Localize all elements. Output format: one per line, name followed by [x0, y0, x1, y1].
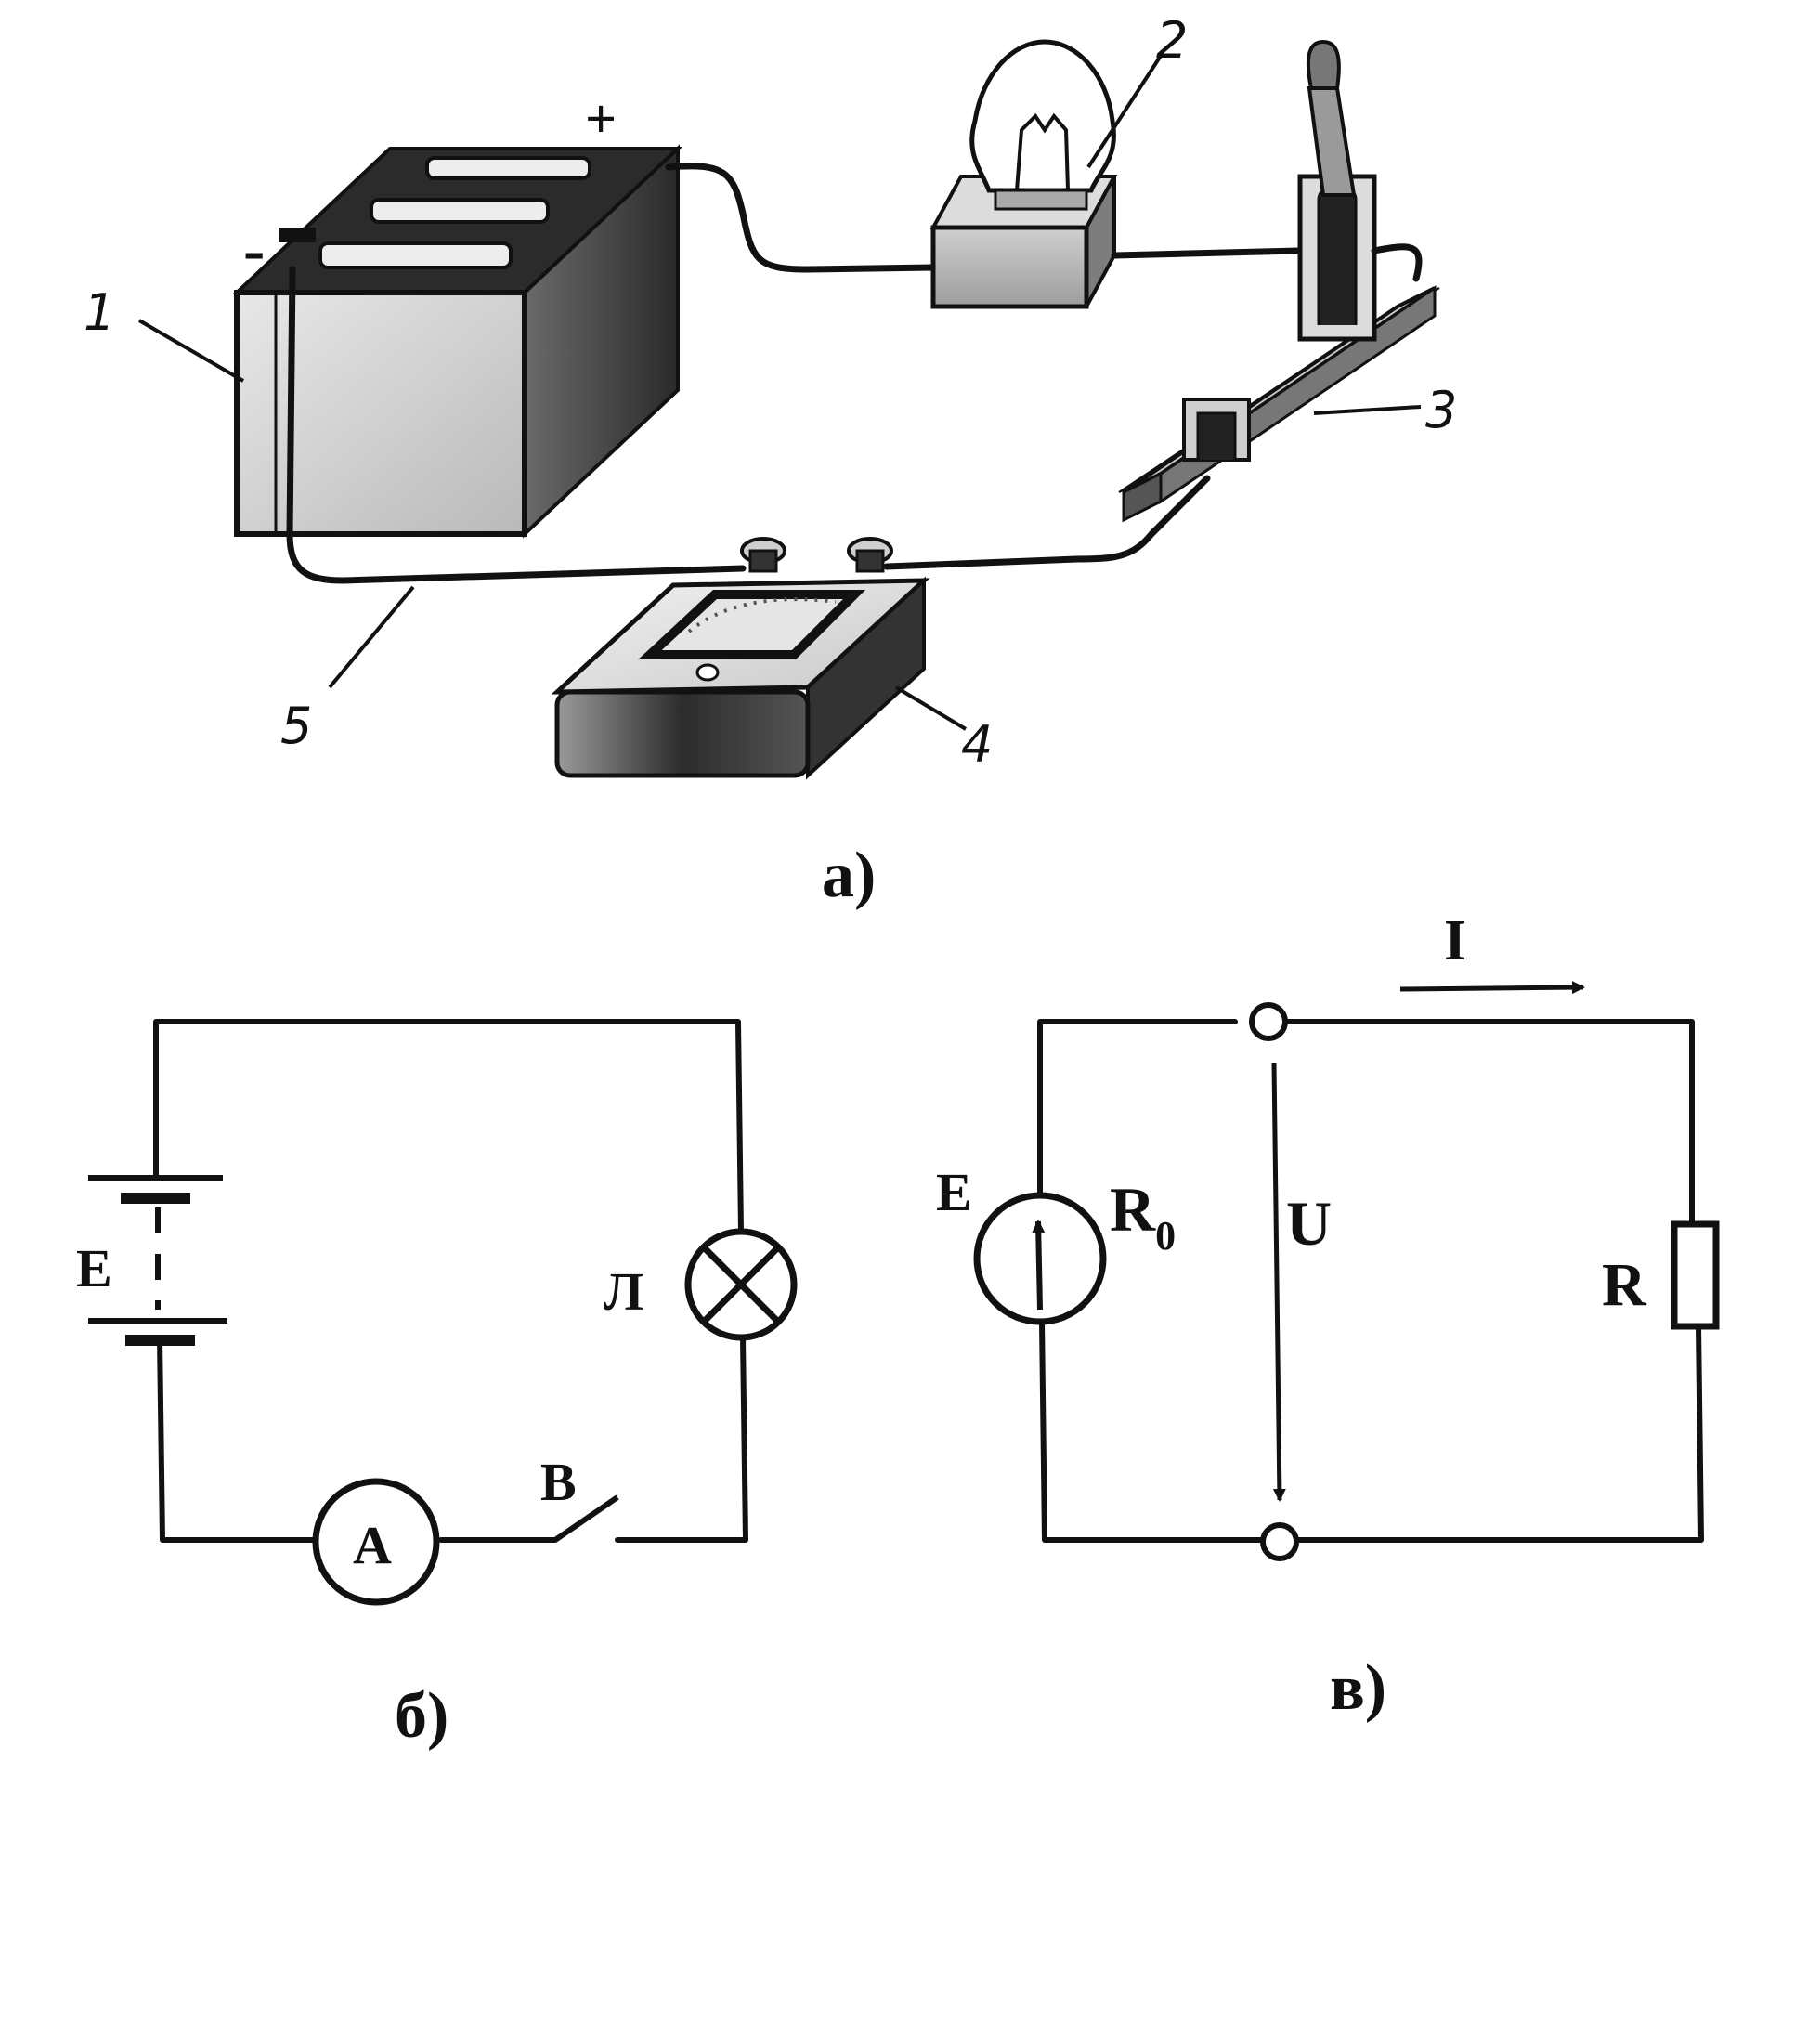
- lamp-symbol: [684, 1228, 798, 1341]
- wire-battery-to-meter: [286, 266, 747, 584]
- callout-line-2: [1086, 54, 1163, 169]
- terminal-top: [1249, 1002, 1288, 1041]
- wire-lamp-to-switch: [1111, 247, 1304, 259]
- battery-illustration: [231, 144, 683, 539]
- terminal-bottom: [1260, 1522, 1299, 1561]
- callout-line-5: [328, 585, 415, 689]
- battery-minus-sign: -: [243, 215, 265, 286]
- callout-line-4: [894, 685, 968, 731]
- wire-switch-to-meter: [883, 475, 1211, 570]
- wire-battery-to-lamp: [665, 163, 937, 273]
- internal-resistance-label: R0: [1110, 1174, 1176, 1259]
- meter-illustration: [551, 537, 930, 780]
- callout-3: 3: [1425, 381, 1457, 439]
- callout-4: 4: [961, 715, 993, 774]
- load-resistor-symbol: [1670, 1220, 1720, 1330]
- switch-symbol: [553, 1494, 619, 1543]
- voltage-arrow: [1271, 1063, 1286, 1502]
- callout-line-3: [1313, 405, 1422, 415]
- callout-5: 5: [280, 697, 312, 755]
- current-arrow: [1399, 981, 1585, 995]
- ammeter-symbol: [312, 1478, 440, 1606]
- panel-b-schematic: E Л В A б): [76, 1019, 798, 1752]
- lamp-label: Л: [604, 1261, 644, 1322]
- panel-c-schematic: I E R0 U R в): [936, 909, 1720, 1724]
- emf-label: E: [936, 1162, 972, 1222]
- schematic-b-wires: [153, 1019, 748, 1543]
- panel-b-caption: б): [395, 1680, 448, 1752]
- lamp-illustration: [930, 39, 1118, 309]
- battery-symbol: [88, 1175, 228, 1346]
- source-label: E: [76, 1238, 112, 1298]
- panel-a-caption: а): [822, 840, 876, 911]
- current-label: I: [1444, 909, 1466, 972]
- wire-switch-loop: [1371, 243, 1423, 282]
- ammeter-label: A: [353, 1515, 392, 1575]
- battery-plus-sign: +: [585, 88, 617, 150]
- panel-a-illustration: + - 1 2 3 4 5 а): [84, 11, 1457, 911]
- switch-label: В: [540, 1452, 577, 1512]
- panel-c-caption: в): [1330, 1652, 1386, 1724]
- switch-board-illustration: [1118, 39, 1440, 523]
- callout-2: 2: [1156, 11, 1188, 70]
- emf-source-symbol: [973, 1192, 1107, 1325]
- load-label: R: [1602, 1251, 1647, 1319]
- callout-1: 1: [84, 283, 115, 342]
- voltage-label: U: [1286, 1188, 1332, 1259]
- callout-line-1: [137, 319, 245, 383]
- schematic-c-wires: [1037, 1019, 1704, 1543]
